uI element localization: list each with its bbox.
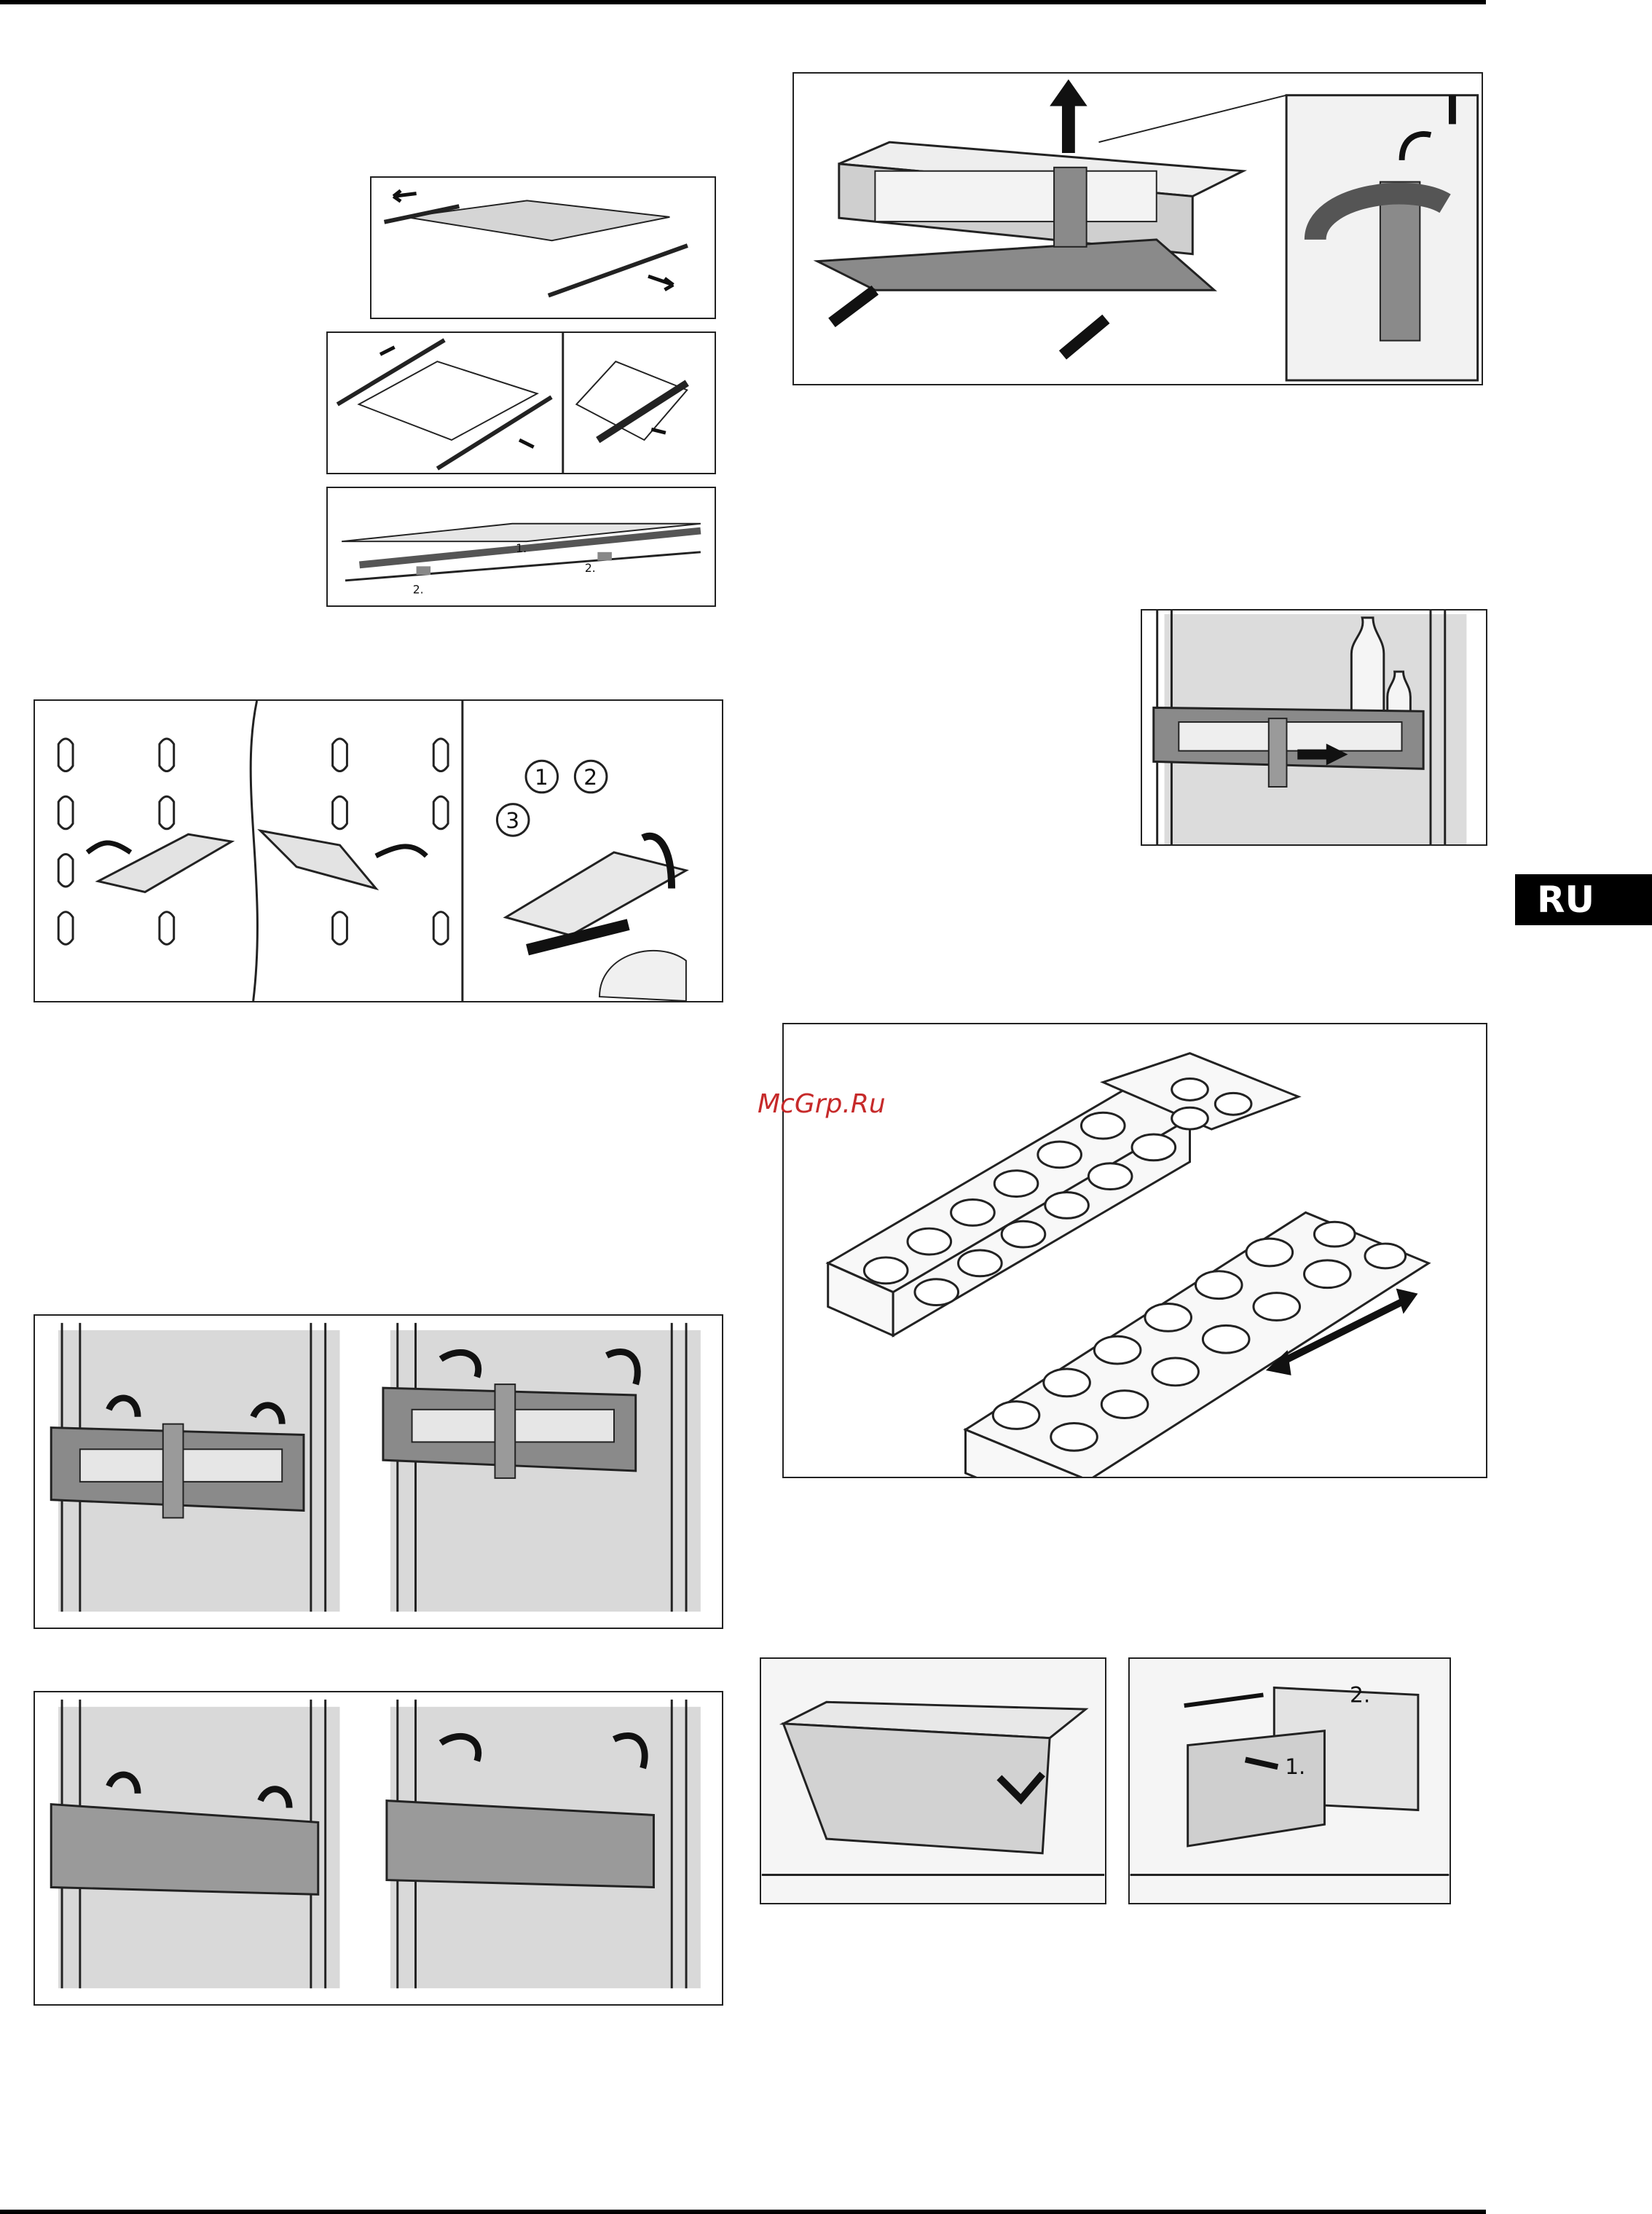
label-drawer-step-1: 1. bbox=[1285, 1754, 1305, 1779]
label-step-1: 1. bbox=[516, 542, 527, 555]
callout-3: 3 bbox=[506, 808, 519, 833]
figure-door-rack-remove bbox=[34, 1314, 723, 1629]
figure-shelf-strips-2 bbox=[326, 331, 716, 474]
label-drawer-step-2: 2. bbox=[1350, 1681, 1370, 1707]
language-tab-ru: RU bbox=[1515, 874, 1652, 925]
watermark: McGrp.Ru bbox=[758, 1089, 886, 1119]
label-step-2a: 2. bbox=[585, 562, 596, 575]
callout-1: 1 bbox=[535, 765, 548, 790]
label-step-2b: 2. bbox=[413, 583, 424, 596]
figure-drawer-remove-1 bbox=[760, 1657, 1106, 1904]
figure-shelf-strips-1 bbox=[370, 176, 716, 319]
figure-egg-trays bbox=[782, 1023, 1487, 1478]
top-rule bbox=[0, 0, 1486, 4]
figure-door-tray-remove bbox=[34, 1691, 723, 2006]
figure-bottle-holder bbox=[1141, 609, 1487, 846]
figure-drawer-remove-2: 1. 2. bbox=[1128, 1657, 1451, 1904]
figure-frame-shelf-remove bbox=[792, 72, 1483, 385]
bottom-rule bbox=[0, 2210, 1486, 2214]
callout-2: 2 bbox=[583, 765, 597, 790]
figure-shelf-strips-3: 1. 2. 2. bbox=[326, 487, 716, 607]
figure-door-shelf-holder: 1 2 3 bbox=[34, 699, 723, 1002]
